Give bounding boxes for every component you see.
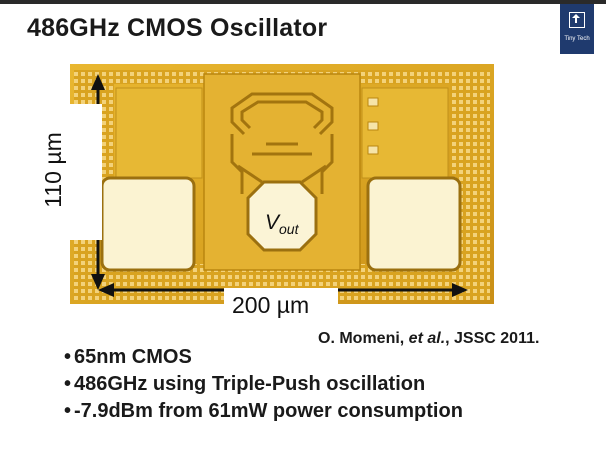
top-bar [0,0,606,4]
dimension-label-width: 200 µm [232,292,310,318]
bullet-item: •65nm CMOS [64,346,192,368]
bullet-item: •486GHz using Triple-Push oscillation [64,373,426,395]
oscillator-core [230,92,334,194]
vout-pad [246,180,318,252]
citation: O. Momeni, et al., JSSC 2011. [318,330,540,347]
bond-pad-left [100,176,196,272]
brand-logo: Tiny Tech [560,4,594,54]
slide-title: 486GHz CMOS Oscillator [27,14,328,42]
dimension-label-height: 110 µm [40,132,66,208]
chip-micrograph [70,64,494,314]
logo-square-icon [569,12,585,28]
bullet-item: •-7.9dBm from 61mW power consumption [64,400,463,422]
bullet-list: •65nm CMOS •486GHz using Triple-Push osc… [64,344,463,425]
vout-label: Vout [265,211,299,238]
bond-pad-right [366,176,462,272]
logo-text: Tiny Tech [564,36,590,42]
